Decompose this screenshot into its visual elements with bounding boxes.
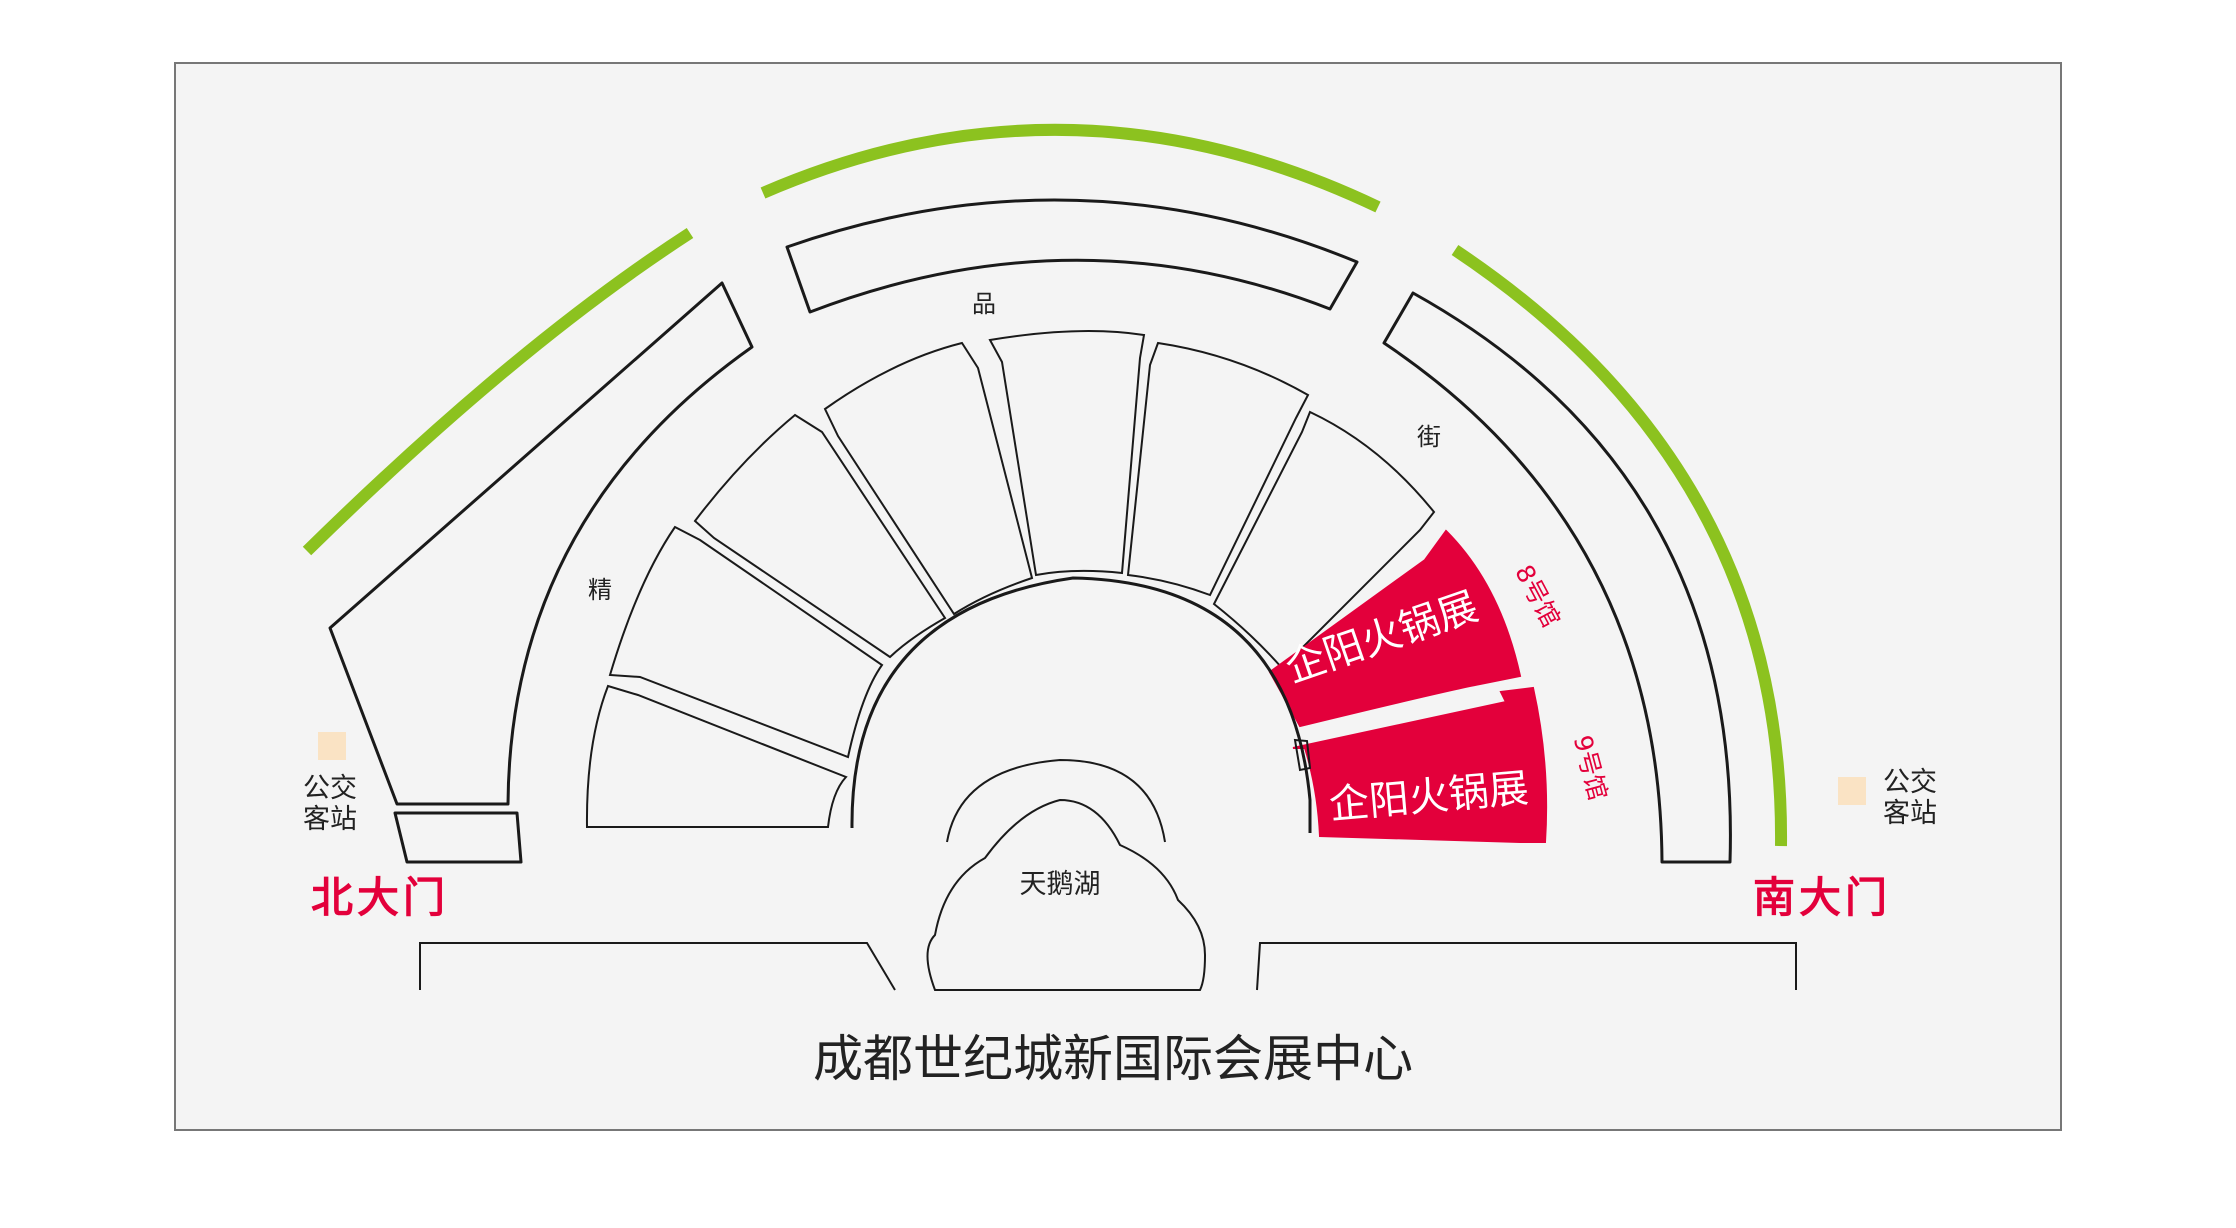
outer-buildings <box>328 198 1732 864</box>
building-north-wing[interactable] <box>328 281 754 806</box>
green-belts <box>302 123 1788 847</box>
hall-9[interactable] <box>1292 686 1548 843</box>
building-top[interactable] <box>785 198 1359 314</box>
street-label-3: 街 <box>1417 423 1441 451</box>
exhibition-halls <box>585 330 1548 843</box>
north-gate-label: 北大门 <box>311 873 449 922</box>
hall-1[interactable] <box>585 684 848 828</box>
swan-lake: 天鹅湖 <box>926 758 1207 991</box>
green-belt-top <box>760 123 1381 213</box>
plaza-right-edge <box>1256 942 1797 991</box>
hall-2[interactable] <box>608 525 884 759</box>
street-label-1: 精 <box>588 576 612 604</box>
lake-label: 天鹅湖 <box>1020 869 1101 900</box>
front-plaza <box>419 942 1797 991</box>
lake-inner-shoreline <box>926 798 1207 991</box>
hall-5[interactable] <box>988 330 1146 577</box>
building-north-annex[interactable] <box>393 811 523 864</box>
hall-9-annex[interactable] <box>1293 738 1312 772</box>
bus-stop-north[interactable]: 公交 客站 <box>303 732 357 835</box>
green-belt-left <box>302 227 694 556</box>
hall-6[interactable] <box>1126 341 1310 597</box>
hall-7[interactable] <box>1212 410 1436 670</box>
bus-stop-south-line1: 公交 <box>1883 767 1937 798</box>
inner-courtyard <box>850 576 1312 833</box>
venue-title: 成都世纪城新国际会展中心 <box>813 1030 1413 1088</box>
hall-3[interactable] <box>693 413 947 659</box>
green-belt-right <box>1451 245 1788 847</box>
hall-4[interactable] <box>823 341 1034 616</box>
building-south-wing[interactable] <box>1382 291 1732 864</box>
street-label-2: 品 <box>972 290 996 318</box>
bus-stop-north-line2: 客站 <box>303 804 357 835</box>
bus-stop-north-line1: 公交 <box>303 773 357 804</box>
lake-outer-shoreline <box>946 758 1166 843</box>
bus-stop-south-line2: 客站 <box>1883 798 1937 829</box>
south-gate-label: 南大门 <box>1753 873 1891 922</box>
bus-stop-south-marker <box>1838 777 1866 805</box>
plaza-left-edge <box>419 942 896 991</box>
bus-stop-north-marker <box>318 732 346 760</box>
bus-stop-south[interactable]: 公交 客站 <box>1838 767 1937 829</box>
